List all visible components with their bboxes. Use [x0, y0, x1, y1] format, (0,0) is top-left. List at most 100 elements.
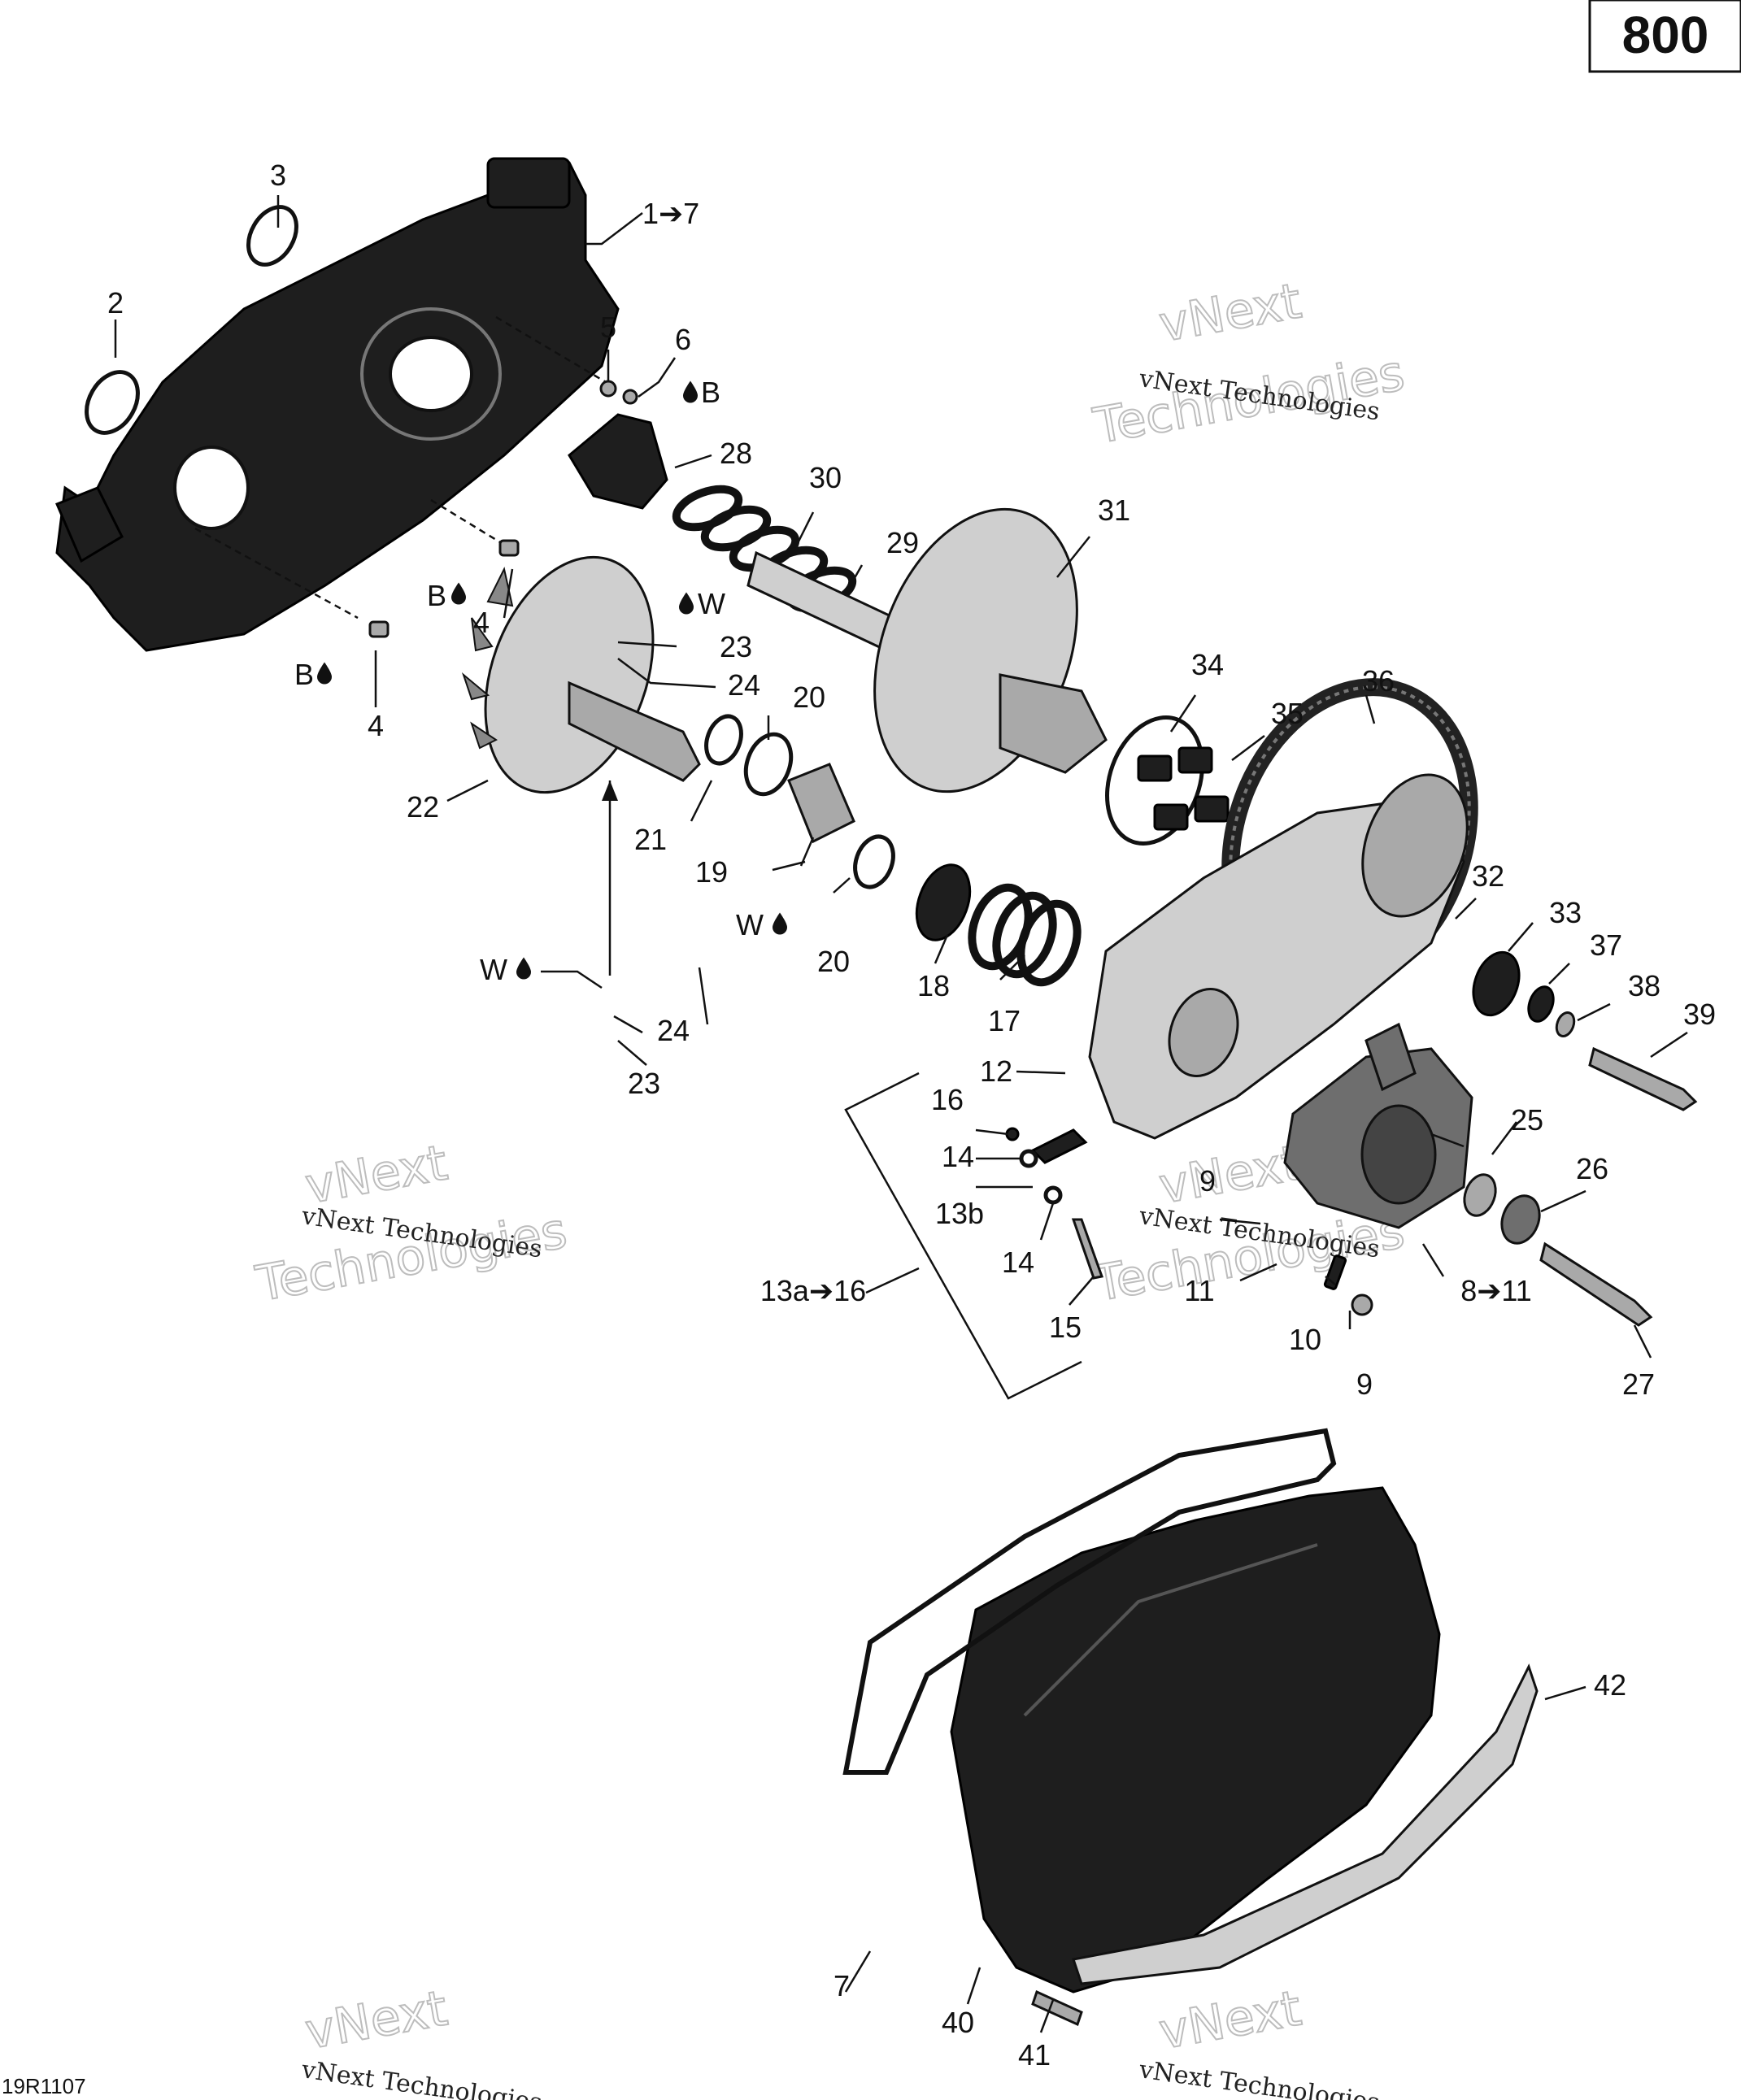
callout-35: 35 [1271, 697, 1304, 730]
group-bracket [844, 1072, 1082, 1400]
bolt-part-27 [1539, 1241, 1653, 1327]
bearing-part-33 [1472, 950, 1521, 1017]
callout-9: 9 [1356, 1367, 1373, 1401]
callout-26: 26 [1576, 1152, 1608, 1185]
lube-letter: W [736, 908, 764, 941]
callout-32: 32 [1472, 859, 1504, 893]
callout-12: 12 [980, 1054, 1012, 1088]
watermark-5: vNext vNext Technologies [299, 1979, 544, 2100]
callout-6: 6 [675, 323, 691, 356]
roller-part-13b [1030, 1128, 1088, 1164]
lube-notes: B B B W W W [294, 376, 787, 986]
callout-20: 20 [793, 680, 825, 714]
callout-41: 41 [1018, 2038, 1051, 2072]
nut-part-9 [1351, 1293, 1373, 1316]
slider-part-35 [1137, 746, 1230, 831]
gasket-part-7 [842, 1428, 1337, 1775]
callout-25: 25 [1511, 1103, 1543, 1137]
washer-part-14b [1043, 1185, 1063, 1205]
callout-15: 15 [1049, 1311, 1082, 1344]
watermark-line1: vNext [1155, 272, 1305, 353]
callout-13b: 13b [935, 1197, 984, 1230]
callout-4: 4 [473, 606, 490, 639]
callout-3: 3 [270, 159, 286, 192]
callout-23: 23 [720, 630, 752, 663]
watermark-line1: vNext [1155, 1134, 1305, 1215]
watermark-3: vNext Technologies vNext Technologies [250, 1133, 572, 1314]
watermark-line1: vNext [301, 1134, 451, 1215]
cam-part-28 [568, 413, 668, 510]
watermark-6: vNext vNext Technologies [1137, 1979, 1382, 2100]
callout-24: 24 [728, 668, 760, 702]
callout-39: 39 [1683, 998, 1716, 1031]
callout-7: 7 [834, 1969, 850, 2002]
callout-36: 36 [1362, 664, 1395, 698]
callout-28: 28 [720, 437, 752, 470]
lube-note-b: B [294, 658, 332, 691]
washer-part-25 [1463, 1173, 1497, 1217]
lube-note-w: W [679, 587, 725, 620]
washer-part-37 [1527, 985, 1555, 1023]
lube-note-w: W [736, 908, 787, 941]
bolt-part-39 [1588, 1046, 1698, 1111]
drop-icon [679, 592, 694, 615]
callout-38: 38 [1628, 969, 1660, 1002]
callout-33: 33 [1549, 896, 1582, 929]
callout-17: 17 [988, 1004, 1021, 1037]
callout-5: 5 [600, 311, 616, 344]
fan-sheave-part-22 [461, 555, 701, 794]
lube-letter: W [480, 953, 507, 986]
spring-part-17 [968, 883, 1082, 987]
callout-34: 34 [1191, 648, 1224, 681]
callout-13a-16: 13a➔16 [760, 1274, 866, 1307]
callout-40: 40 [942, 2006, 974, 2039]
lube-note-b: B [683, 376, 720, 409]
movable-sheave-part-31 [873, 507, 1108, 793]
watermark-small: vNext Technologies [299, 2055, 544, 2100]
alignment-line [430, 498, 505, 546]
callout-11: 11 [1184, 1274, 1214, 1307]
callout-37: 37 [1590, 928, 1622, 962]
watermark-2: vNext Technologies vNext Technologies [1088, 272, 1409, 456]
screw-part-41 [1031, 1989, 1083, 2027]
lube-letter: B [294, 658, 314, 691]
nut-part-6 [622, 389, 638, 405]
watermark-line1: vNext [1155, 1980, 1305, 2060]
callout-29: 29 [886, 526, 919, 559]
callout-42: 42 [1594, 1668, 1626, 1702]
inner-cover-part [55, 157, 620, 652]
watermark-line1: vNext [301, 1980, 451, 2060]
pin-part-15 [1071, 1218, 1103, 1280]
drop-icon [516, 957, 531, 980]
drop-icon [773, 912, 787, 935]
drop-icon [451, 582, 466, 605]
callout-1-7: 1➔7 [642, 197, 699, 230]
page-badge-label: 800 [1622, 6, 1709, 64]
lube-letter: B [427, 579, 446, 612]
drop-icon [317, 662, 332, 685]
screw-part-16 [1005, 1127, 1020, 1141]
alignment-line [495, 315, 607, 384]
lube-note-b: B [427, 579, 466, 612]
lube-note-w: W [480, 953, 531, 986]
callout-20: 20 [817, 945, 850, 978]
guard-part-42 [1072, 1663, 1539, 1985]
lube-letter: W [698, 587, 725, 620]
drop-icon [683, 380, 698, 403]
callout-8-11: 8➔11 [1460, 1274, 1532, 1307]
drawing-code: 19R1107 [2, 2074, 86, 2098]
callout-14: 14 [1002, 1246, 1034, 1279]
fixed-sheave-part-12 [1088, 773, 1469, 1140]
lube-letter: B [701, 376, 720, 409]
watermark-small: vNext Technologies [1137, 2055, 1382, 2100]
callout-24: 24 [657, 1014, 690, 1047]
callout-4: 4 [368, 709, 384, 742]
seal-part-20b [853, 834, 895, 889]
o-ring-part-3 [246, 205, 298, 267]
callout-22: 22 [407, 790, 439, 824]
callout-18: 18 [917, 969, 950, 1002]
callout-labels: 1➔7 2 3 4 4 5 6 7 8➔11 9 9 10 11 12 13a➔… [107, 159, 1716, 2072]
seal-part-20 [743, 732, 794, 797]
seal-part-18 [915, 863, 972, 941]
